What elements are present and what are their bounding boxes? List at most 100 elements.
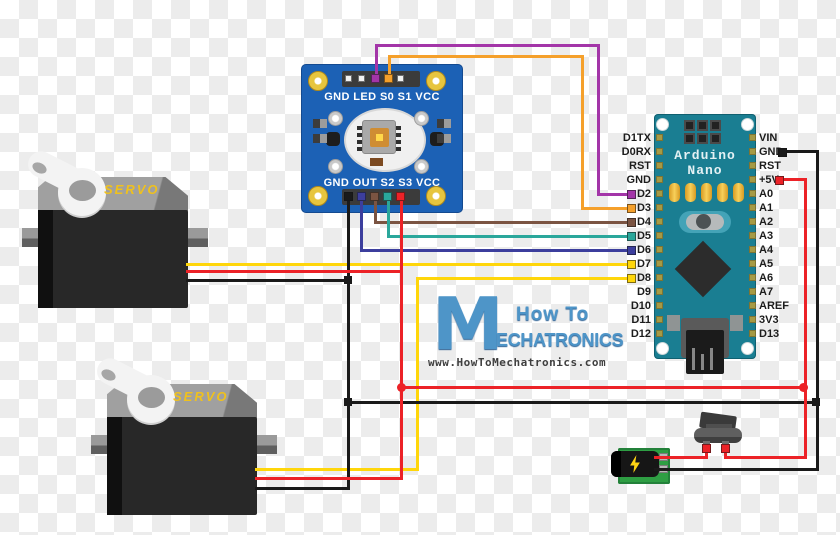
terminal-d7 [627,260,636,269]
terminal-sensor-s2 [370,192,379,201]
sensor-top-header [342,71,420,87]
nano-pin-pad-left-GND [656,176,663,183]
nano-icsp-pad [684,133,695,144]
nano-pin-label-right-D13: D13 [759,328,780,340]
nano-pin-pad-right-A2 [749,218,756,225]
nano-pin-pad-right-A7 [749,288,756,295]
sensor-header-pin [358,75,365,82]
gnd-junction [812,398,820,406]
nano-pin-label-left-D12: D12 [630,328,651,340]
sensor-chip-pin [357,126,362,130]
servo-2: SERVO [87,353,287,521]
nano-pin-pad-right-A4 [749,246,756,253]
usb-contact [692,348,695,370]
nano-pin-pad-right-A0 [749,190,756,197]
sensor-chip-pin [396,133,401,137]
sensor-chip-pin [396,126,401,130]
sensor-mount-hole [308,186,328,206]
nano-pin-label-left-GND: GND [626,174,651,186]
sensor-chip-pin [357,133,362,137]
nano-pin-pad-left-D11 [656,316,663,323]
5v-junction [799,383,808,392]
wire-s2-d4 [374,221,633,224]
sensor-chip-pin [357,140,362,144]
nano-capacitor [669,183,680,202]
nano-pin-label-right-GND: GND [759,146,784,158]
sensor-led [414,111,429,126]
sensor-led [414,159,429,174]
nano-pin-pad-left-D1TX [656,134,663,141]
nano-pin-label-right-+5V: +5V [759,174,779,186]
nano-pin-pad-left-D6 [656,246,663,253]
sensor-mount-hole [308,71,328,91]
wire-5v-rail [400,386,807,389]
terminal-switch-1 [702,444,711,453]
wire-out-d6 [360,249,633,252]
wire-s2-d4 [374,197,377,223]
nano-pin-label-right-3V3: 3V3 [759,314,779,326]
wire-gnd-net [347,197,350,490]
lightning-bolt-icon [630,455,640,473]
nano-pin-label-left-D11: D11 [631,314,651,326]
servo-1-left-tab [22,228,40,247]
wire-servo2-d8 [255,468,419,471]
wire-battery-plus [705,449,708,459]
nano-pin-pad-right-GND [749,148,756,155]
nano-pin-pad-left-D3 [656,204,663,211]
sensor-resistor [313,119,327,128]
nano-pin-label-right-A5: A5 [759,258,774,270]
nano-pin-label-left-D7: D7 [636,258,651,270]
servo-2-horn-hub [138,387,165,408]
wire-s0-d2 [375,44,600,47]
nano-pin-pad-right-A6 [749,274,756,281]
sensor-header-pin [345,75,352,82]
sensor-led [328,159,343,174]
sensor-led [328,111,343,126]
terminal-sensor-gnd [344,192,353,201]
sensor-chip-core [376,134,383,141]
nano-pin-label-left-D9: D9 [636,286,651,298]
wire-5v-net [400,197,403,480]
terminal-switch-2 [721,444,730,453]
sensor-bottom-header [342,189,420,205]
wire-servo2-d8 [416,277,633,280]
nano-pin-label-right-A0: A0 [759,188,774,200]
terminal-gnd [778,148,787,157]
nano-icsp-pad [697,120,708,131]
nano-pin-pad-right-3V3 [749,316,756,323]
nano-pin-label-left-D5: D5 [636,230,651,242]
watermark-logo: M How To ECHATRONICS [428,288,628,374]
nano-pin-pad-right-A5 [749,260,756,267]
terminal-5v [775,176,784,185]
wire-s0-d2 [597,193,633,196]
terminal-sensor-s0 [371,74,380,83]
nano-pin-label-left-D2: D2 [636,188,651,200]
sensor-resistor [437,134,451,143]
terminal-d3 [627,204,636,213]
servo-1-right-tab [186,228,208,247]
servo-1: SERVO [18,146,218,314]
nano-icsp-pad [710,133,721,144]
sensor-chip-pin [396,140,401,144]
servo-2-left-tab [91,435,109,454]
wire-out-d6 [360,197,363,251]
servo-2-right-tab [255,435,277,454]
nano-pin-pad-left-D2 [656,190,663,197]
nano-pin-pad-right-D13 [749,330,756,337]
sensor-header-pin [397,75,404,82]
nano-pin-label-left-D8: D8 [636,272,651,284]
nano-pin-label-left-D6: D6 [636,244,651,256]
terminal-sensor-vcc [396,192,405,201]
servo-2-body-shadow [107,417,122,515]
wire-s1-d3 [388,55,391,80]
nano-capacitor [733,183,744,202]
nano-pin-pad-left-D10 [656,302,663,309]
servo-2-body [107,417,257,515]
terminal-d6 [627,246,636,255]
nano-icsp-pad [710,120,721,131]
nano-pin-label-right-VIN: VIN [759,132,778,144]
nano-pin-label-right-AREF: AREF [759,300,789,312]
wire-5v-servo1 [186,270,403,273]
nano-capacitor [701,183,712,202]
